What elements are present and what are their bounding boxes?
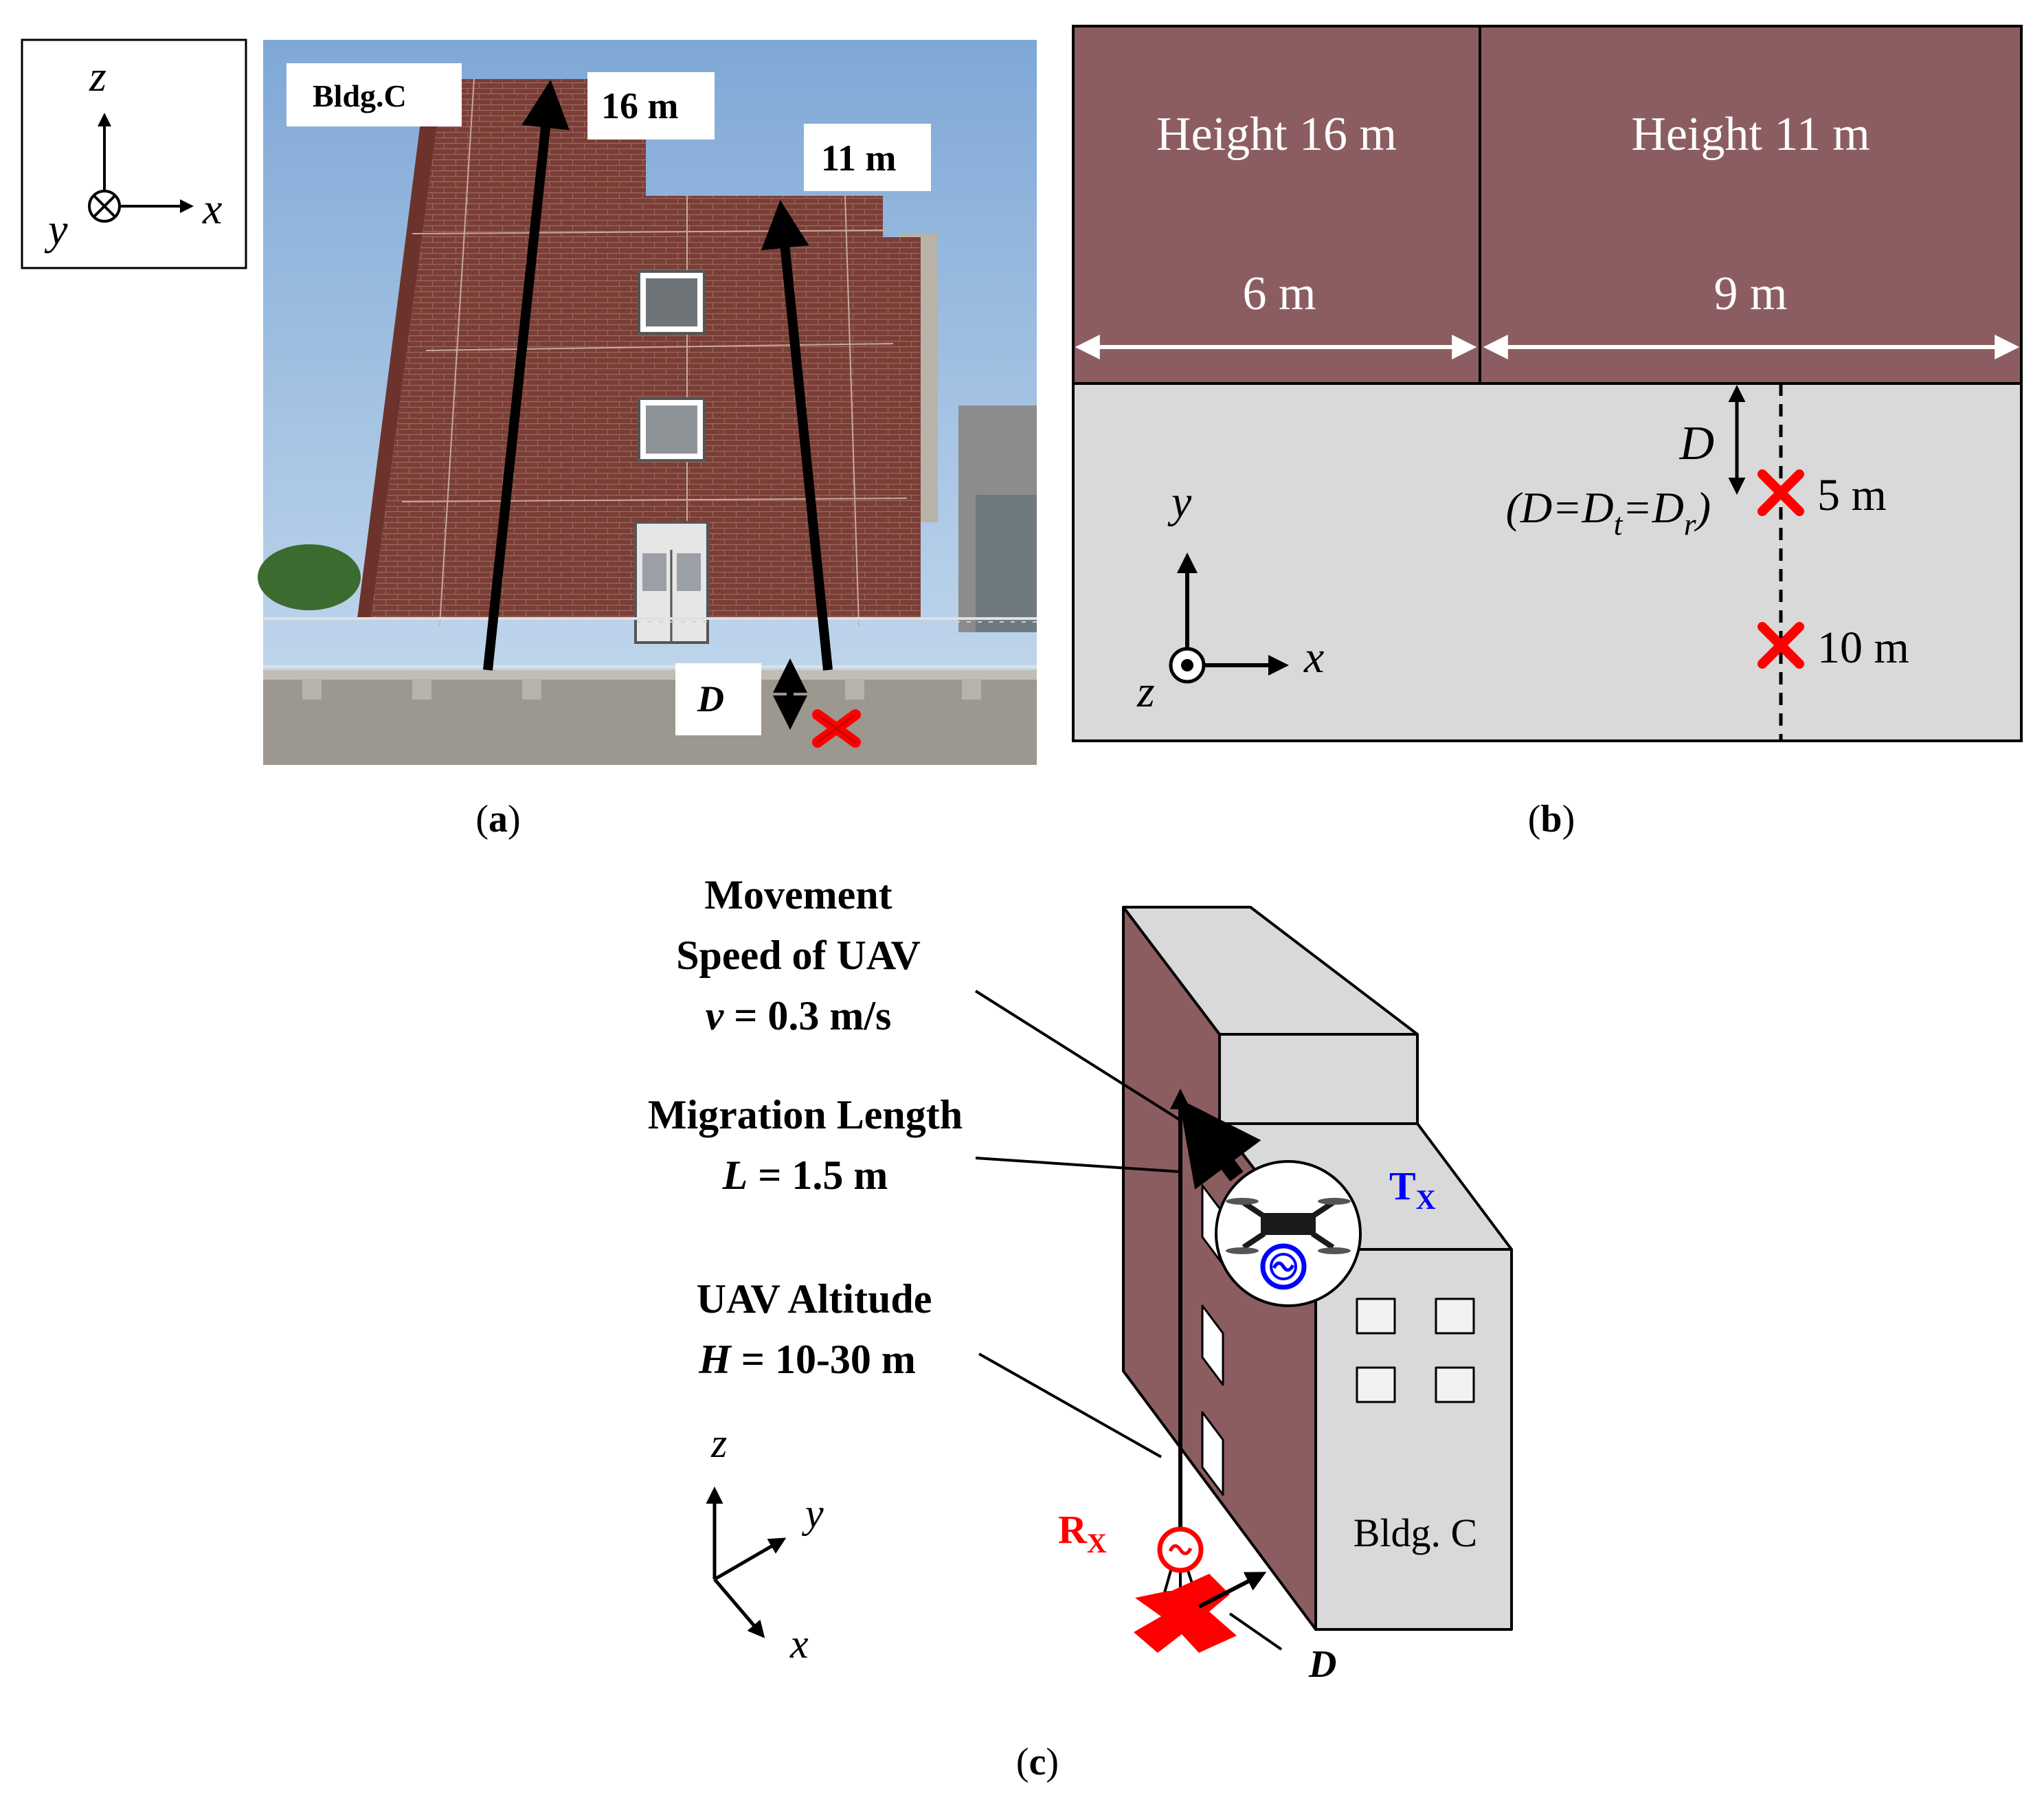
height-16-label: 16 m — [601, 85, 679, 126]
axis-z-label-b: z — [1136, 667, 1155, 717]
marker-x-a — [812, 709, 861, 748]
marker-10m — [1757, 622, 1804, 669]
panel-c: Bldg. C TX D — [648, 872, 1513, 1783]
axis-z-label-c: z — [710, 1421, 727, 1466]
altitude-line1: UAV Altitude — [697, 1276, 932, 1322]
section-11m-width: 9 m — [1714, 267, 1788, 320]
movement-arrow — [1178, 1098, 1261, 1190]
panel-a: z y x — [21, 38, 1037, 840]
height-16-box — [587, 72, 715, 140]
panel-b: Height 16 m Height 11 m 6 m 9 m D (D=Dt=… — [1072, 25, 2023, 840]
axis-y-label: y — [44, 205, 68, 254]
building-3d — [1122, 906, 1513, 1631]
tx-label: TX — [1389, 1163, 1436, 1215]
axis-z-label: z — [89, 52, 106, 100]
axis-y-label-c: y — [801, 1491, 824, 1536]
caption-b: (b) — [1528, 798, 1575, 840]
height-arrow-16m — [483, 80, 570, 671]
section-16m-width: 6 m — [1243, 267, 1316, 320]
caption-c: (c) — [1016, 1741, 1059, 1783]
migration-line1: Migration Length — [648, 1092, 963, 1137]
axis-legend-b: y x z — [1136, 477, 1324, 717]
speed-annotation: Movement Speed of UAV v = 0.3 m/s — [676, 872, 921, 1038]
uav-drone — [1215, 1160, 1362, 1307]
section-16m — [1072, 25, 1481, 385]
speed-leader — [974, 990, 1182, 1122]
speed-value: v = 0.3 m/s — [706, 993, 892, 1038]
section-16m-height: Height 16 m — [1156, 108, 1397, 161]
altitude-value: H = 10-30 m — [698, 1337, 916, 1382]
height-11-label: 11 m — [821, 137, 897, 179]
distance-symbol-b: D — [1678, 417, 1714, 470]
distance-box — [675, 663, 761, 735]
axis-x-label: x — [202, 184, 222, 233]
migration-leader — [975, 1157, 1181, 1173]
bldg-label-box — [287, 63, 462, 126]
marker-5m-label: 5 m — [1817, 470, 1887, 520]
height-11-box — [804, 124, 931, 191]
caption-a: (a) — [475, 798, 520, 840]
rx-antenna — [1157, 1526, 1204, 1612]
axis-x-label-c: x — [789, 1621, 809, 1667]
marker-10m-label: 10 m — [1817, 623, 1909, 673]
distance-equation: (D=Dt=Dr) — [1506, 483, 1711, 542]
marker-5m — [1757, 469, 1804, 516]
altitude-leader — [978, 1352, 1162, 1458]
bldg-label: Bldg.C — [313, 78, 407, 113]
migration-value: L = 1.5 m — [722, 1152, 888, 1198]
migration-annotation: Migration Length L = 1.5 m — [648, 1092, 963, 1198]
rx-distance-arrow — [1198, 1572, 1267, 1609]
axis-y-label-b: y — [1167, 477, 1192, 527]
d-leader-line — [1228, 1612, 1283, 1651]
height-arrow-11m — [761, 200, 833, 671]
rx-cross-marker — [1134, 1574, 1237, 1653]
rx-label: RX — [1058, 1507, 1107, 1559]
section-11m-height: Height 11 m — [1631, 108, 1869, 161]
speed-line1: Movement — [704, 872, 892, 917]
axis-legend-a: z y x — [21, 38, 247, 269]
section-11m — [1479, 25, 2023, 385]
d-label-c: D — [1308, 1643, 1336, 1686]
altitude-annotation: UAV Altitude H = 10-30 m — [697, 1276, 932, 1382]
axis-legend-c: z y x — [706, 1421, 824, 1667]
bldg-c-label: Bldg. C — [1354, 1511, 1478, 1555]
speed-line2: Speed of UAV — [676, 933, 921, 978]
axis-x-label-b: x — [1303, 632, 1324, 682]
distance-label: D — [697, 678, 724, 720]
